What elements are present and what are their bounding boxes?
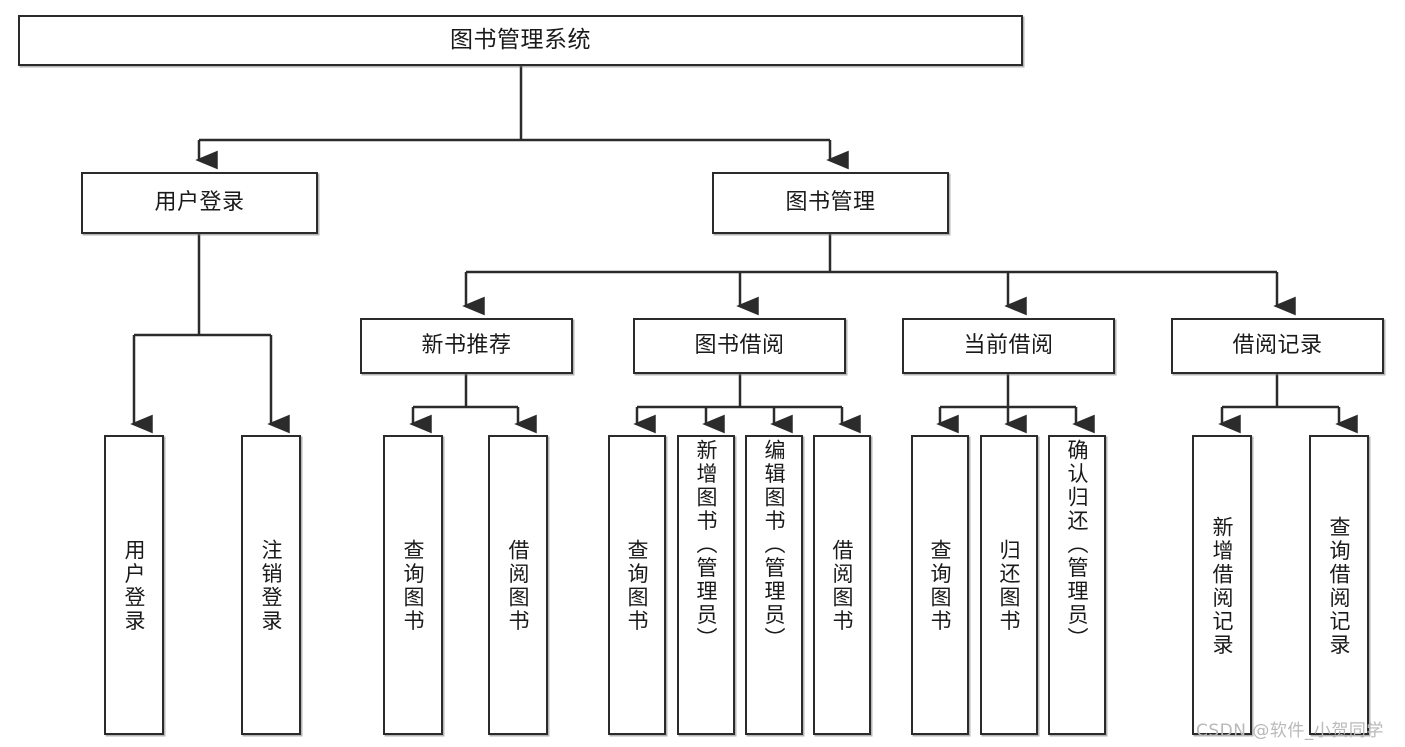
node-user-login-label: 用户登录	[154, 190, 245, 216]
node-current-borrow[interactable]: 当前借阅	[902, 318, 1115, 374]
leaf-user-login[interactable]: 用户登录	[104, 435, 164, 735]
node-new-book-recommend-label: 新书推荐	[421, 333, 512, 359]
leaf-query-book-3-label: 查询图书	[928, 539, 953, 633]
node-borrow-record-label: 借阅记录	[1232, 333, 1323, 359]
leaf-add-book-label: 新增图书（管理员）	[694, 439, 719, 651]
node-new-book-recommend[interactable]: 新书推荐	[360, 318, 573, 374]
node-book-manage[interactable]: 图书管理	[712, 172, 949, 234]
node-book-borrow[interactable]: 图书借阅	[633, 318, 846, 374]
leaf-edit-book[interactable]: 编辑图书（管理员）	[745, 435, 803, 735]
leaf-query-book-2[interactable]: 查询图书	[608, 435, 666, 735]
leaf-return-book-label: 归还图书	[997, 539, 1022, 633]
node-book-borrow-label: 图书借阅	[694, 333, 785, 359]
leaf-query-book-1[interactable]: 查询图书	[383, 435, 443, 735]
leaf-query-book-2-label: 查询图书	[625, 539, 650, 633]
leaf-query-book-3[interactable]: 查询图书	[911, 435, 969, 735]
node-root-system[interactable]: 图书管理系统	[18, 15, 1023, 66]
leaf-add-record[interactable]: 新增借阅记录	[1192, 435, 1252, 735]
leaf-return-book[interactable]: 归还图书	[980, 435, 1038, 735]
leaf-user-logout-label: 注销登录	[259, 539, 284, 633]
node-borrow-record[interactable]: 借阅记录	[1171, 318, 1384, 374]
leaf-confirm-return-label: 确认归还（管理员）	[1065, 439, 1090, 651]
leaf-user-logout[interactable]: 注销登录	[241, 435, 301, 735]
leaf-borrow-book-1-label: 借阅图书	[506, 539, 531, 633]
leaf-query-record-label: 查询借阅记录	[1327, 515, 1352, 657]
leaf-borrow-book-1[interactable]: 借阅图书	[488, 435, 548, 735]
leaf-confirm-return[interactable]: 确认归还（管理员）	[1048, 435, 1106, 735]
leaf-borrow-book-2[interactable]: 借阅图书	[813, 435, 871, 735]
node-book-manage-label: 图书管理	[785, 190, 876, 216]
watermark-text: CSDN @软件_小贺同学	[1196, 721, 1384, 741]
leaf-edit-book-label: 编辑图书（管理员）	[762, 439, 787, 651]
leaf-add-record-label: 新增借阅记录	[1210, 515, 1235, 657]
leaf-borrow-book-2-label: 借阅图书	[830, 539, 855, 633]
leaf-add-book[interactable]: 新增图书（管理员）	[677, 435, 735, 735]
node-user-login[interactable]: 用户登录	[81, 172, 318, 234]
leaf-query-record[interactable]: 查询借阅记录	[1309, 435, 1369, 735]
leaf-user-login-label: 用户登录	[122, 539, 147, 633]
node-current-borrow-label: 当前借阅	[963, 333, 1054, 359]
leaf-query-book-1-label: 查询图书	[401, 539, 426, 633]
node-root-label: 图书管理系统	[450, 26, 591, 53]
